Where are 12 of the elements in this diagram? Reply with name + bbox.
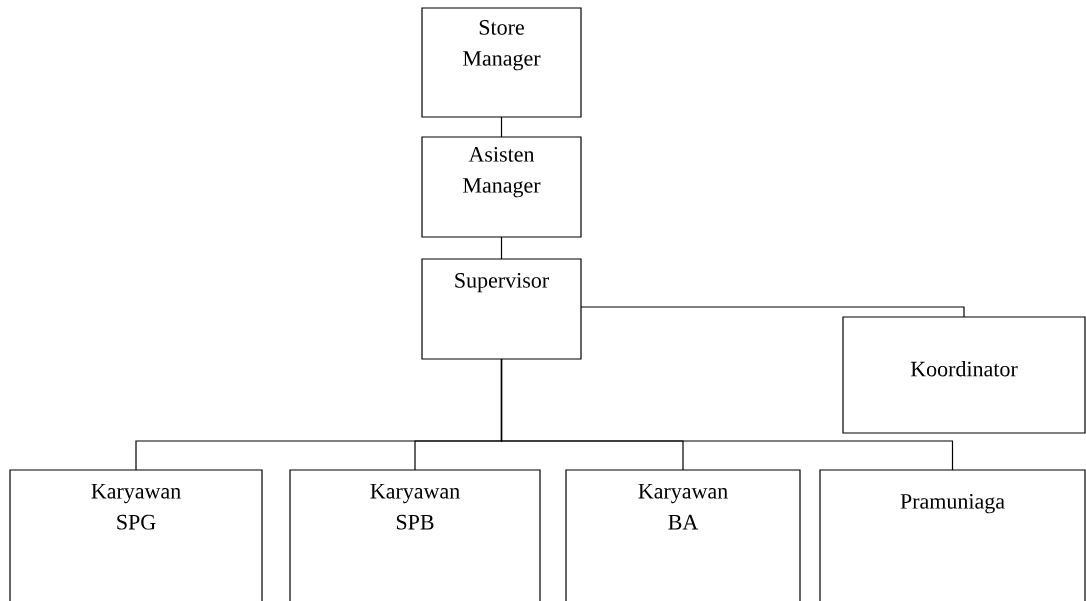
connector-line	[500, 236, 503, 260]
org-box: Supervisor	[421, 258, 582, 360]
connector-line	[500, 358, 954, 471]
org-box: Asisten Manager	[421, 136, 582, 238]
connector-line	[500, 116, 503, 138]
connector-line	[580, 306, 965, 318]
org-box: Karyawan SPG	[9, 469, 263, 601]
org-box: Koordinator	[842, 316, 1086, 434]
org-box: Karyawan BA	[565, 469, 801, 601]
org-box: Store Manager	[421, 7, 582, 118]
org-box: Pramuniaga	[819, 469, 1086, 601]
org-box: Karyawan SPB	[289, 469, 541, 601]
